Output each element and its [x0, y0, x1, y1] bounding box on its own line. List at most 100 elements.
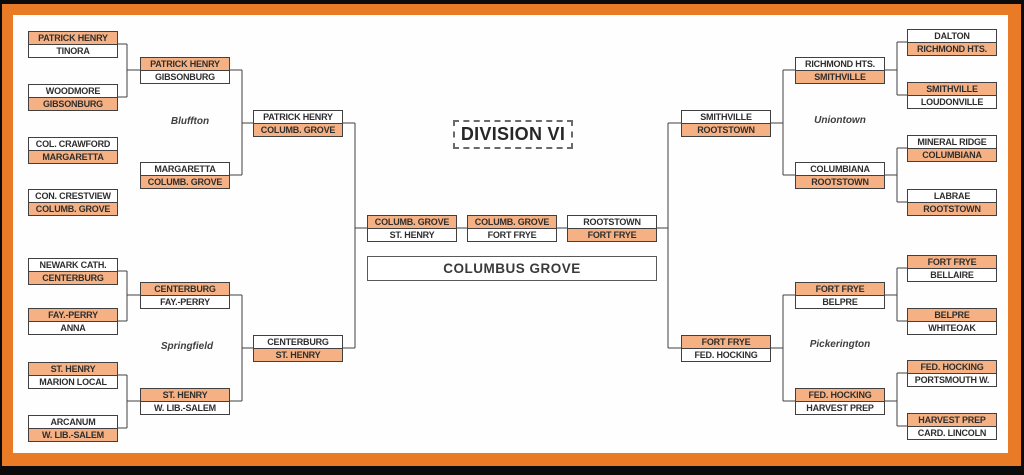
team-name-winner: CENTERBURG	[29, 271, 117, 284]
team-name-winner: COLUMBIANA	[908, 148, 996, 161]
match-box-lb-r1-1: NEWARK CATH.CENTERBURG	[28, 258, 118, 285]
team-name-winner: FORT FRYE	[682, 336, 770, 348]
team-name: WHITEOAK	[908, 321, 996, 334]
team-name: FED. HOCKING	[682, 348, 770, 361]
team-name-winner: RICHMOND HTS.	[908, 42, 996, 55]
team-name-winner: FED. HOCKING	[796, 389, 884, 401]
champion-name: COLUMBUS GROVE	[443, 261, 581, 276]
match-box-rt-r2-1: RICHMOND HTS.SMITHVILLE	[795, 57, 885, 84]
team-name-winner: COLUMB. GROVE	[141, 175, 229, 188]
team-name-winner: FORT FRYE	[908, 256, 996, 268]
team-name: NEWARK CATH.	[39, 260, 107, 270]
team-name-winner: SMITHVILLE	[908, 83, 996, 95]
team-name: ST. HENRY	[368, 228, 456, 241]
team-name-winner: COLUMB. GROVE	[468, 216, 556, 228]
team-name-winner: COLUMB. GROVE	[254, 123, 342, 136]
team-name: GIBSONBURG	[141, 70, 229, 83]
team-name: PATRICK HENRY	[263, 112, 333, 122]
division-title: DIVISION VI	[460, 124, 566, 144]
champion-box: COLUMBUS GROVE	[367, 256, 657, 281]
team-name: ROOTSTOWN	[583, 217, 641, 227]
team-name-winner: COLUMB. GROVE	[368, 216, 456, 228]
team-name: MINERAL RIDGE	[917, 137, 987, 147]
team-name: CENTERBURG	[267, 337, 329, 347]
site-label-uniontown: Uniontown	[814, 115, 866, 126]
team-name: W. LIB.-SALEM	[141, 401, 229, 414]
team-name-winner: COLUMB. GROVE	[29, 202, 117, 215]
team-name: COLUMBIANA	[810, 164, 870, 174]
team-name-winner: FORT FRYE	[568, 228, 656, 241]
team-name-winner: ROOTSTOWN	[796, 175, 884, 188]
team-name-winner: SMITHVILLE	[796, 70, 884, 83]
team-name: ARCANUM	[50, 417, 96, 427]
team-name-winner: MARGARETTA	[29, 150, 117, 163]
team-name: TINORA	[29, 44, 117, 57]
team-name: ANNA	[29, 321, 117, 334]
division-title-box: DIVISION VI	[453, 120, 573, 149]
team-name: LABRAE	[933, 191, 971, 201]
team-name-winner: ST. HENRY	[29, 363, 117, 375]
team-name-winner: GIBSONBURG	[29, 97, 117, 110]
team-name-winner: HARVEST PREP	[908, 414, 996, 426]
team-name-winner: ST. HENRY	[254, 348, 342, 361]
team-name-winner: ROOTSTOWN	[908, 202, 996, 215]
team-name: BELPRE	[796, 295, 884, 308]
team-name: WOODMORE	[45, 86, 101, 96]
team-name-winner: ROOTSTOWN	[682, 123, 770, 136]
team-name: PORTSMOUTH W.	[908, 373, 996, 386]
site-label-springfield: Springfield	[160, 341, 214, 352]
team-name-winner: CENTERBURG	[141, 283, 229, 295]
site-label-bluffton: Bluffton	[170, 116, 210, 127]
team-name-winner: FORT FRYE	[796, 283, 884, 295]
team-name: FAY.-PERRY	[141, 295, 229, 308]
team-name: CARD. LINCOLN	[908, 426, 996, 439]
team-name: CON. CRESTVIEW	[35, 191, 111, 201]
team-name-winner: PATRICK HENRY	[141, 58, 229, 70]
team-name: MARGARETTA	[154, 164, 216, 174]
team-name-winner: ST. HENRY	[141, 389, 229, 401]
team-name: FORT FRYE	[468, 228, 556, 241]
team-name: SMITHVILLE	[700, 112, 752, 122]
team-name: LOUDONVILLE	[908, 95, 996, 108]
site-label-pickerington: Pickerington	[809, 339, 871, 350]
team-name-winner: FAY.-PERRY	[29, 309, 117, 321]
team-name-winner: BELPRE	[908, 309, 996, 321]
team-name-winner: FED. HOCKING	[908, 361, 996, 373]
team-name: RICHMOND HTS.	[805, 59, 875, 69]
team-name: DALTON	[934, 31, 970, 41]
team-name: HARVEST PREP	[796, 401, 884, 414]
team-name-winner: PATRICK HENRY	[29, 32, 117, 44]
team-name: MARION LOCAL	[29, 375, 117, 388]
